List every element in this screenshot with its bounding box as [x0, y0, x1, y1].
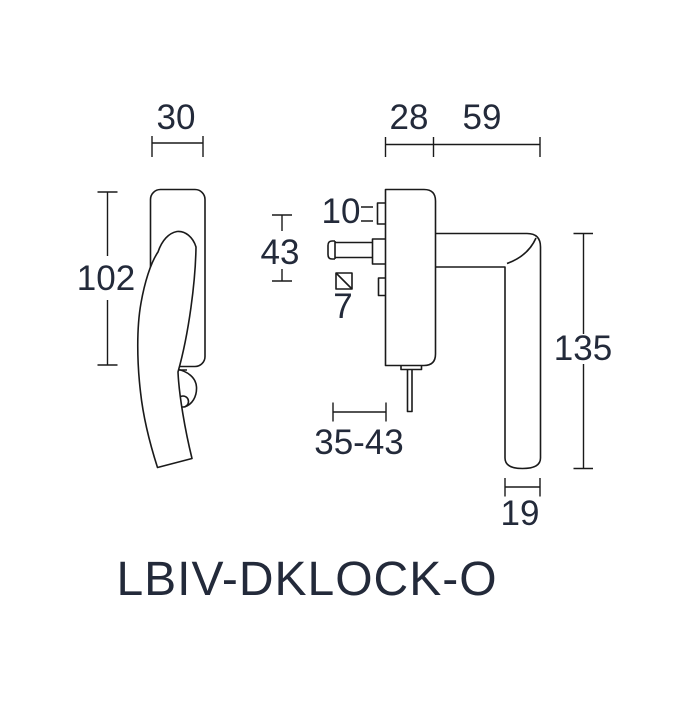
lock-detail-bulge — [175, 368, 198, 408]
dim-side-top: 28 59 — [384, 98, 541, 157]
spindle-square-symbol — [335, 272, 353, 290]
dim-front-plate-height: 102 — [77, 191, 135, 366]
dim-line — [151, 136, 204, 157]
side-view — [327, 188, 542, 470]
side-handle-grip — [435, 232, 542, 470]
dim-top-to-spindle-label: 43 — [261, 233, 300, 272]
dim-front-plate-width-label: 30 — [157, 98, 196, 137]
dim-front-plate-height-label: 102 — [77, 259, 135, 298]
dim-spindle-square-label: 7 — [333, 287, 352, 326]
dim-line — [272, 214, 292, 282]
dim-grip-diameter: 19 — [501, 478, 541, 533]
dim-handle-drop: 135 — [554, 232, 612, 470]
lower-screw-boss — [377, 277, 386, 297]
dim-line — [97, 191, 118, 366]
dim-top-to-spindle: 43 — [261, 214, 300, 282]
dim-handle-reach-label: 59 — [463, 98, 502, 137]
dim-plate-depth-label: 28 — [390, 98, 429, 137]
dim-handle-drop-label: 135 — [554, 329, 612, 368]
front-handle-grip — [136, 230, 197, 469]
dim-ticks — [361, 206, 373, 222]
dim-line — [573, 232, 593, 470]
square-outline — [335, 272, 353, 290]
dim-front-plate-width: 30 — [151, 98, 204, 157]
dim-line — [332, 402, 387, 422]
top-screw-boss — [376, 202, 386, 225]
dim-line — [504, 478, 541, 497]
grip-corner-curve — [506, 237, 537, 265]
side-plate — [384, 188, 437, 367]
dim-spindle-length-label: 35-43 — [314, 423, 404, 462]
front-view — [136, 188, 206, 469]
dim-boss-height: 10 — [322, 192, 373, 231]
dim-grip-diameter-label: 19 — [501, 494, 540, 533]
product-code: LBIV-DKLOCK-O — [116, 553, 497, 606]
dim-line — [384, 137, 541, 157]
square-diagonal — [335, 272, 353, 290]
dim-boss-height-label: 10 — [322, 192, 361, 231]
locking-pin — [406, 369, 413, 413]
dim-spindle-length: 35-43 — [314, 402, 404, 462]
spindle-connector — [371, 238, 386, 265]
spindle-shaft — [334, 241, 373, 259]
spindle-end-cap — [327, 240, 335, 260]
